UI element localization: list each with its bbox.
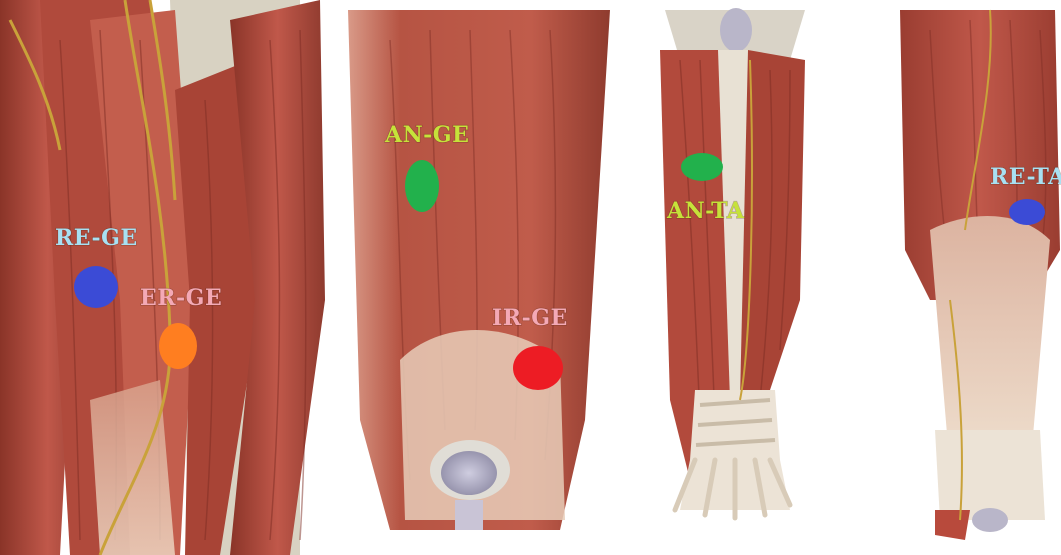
leg-back-illustration: RE-TA [890, 0, 1061, 555]
marker-re-ge [74, 266, 118, 308]
marker-an-ge [405, 160, 439, 212]
marker-er-ge [159, 323, 197, 369]
label-an-ge: AN-GE [384, 122, 469, 148]
label-an-ta: AN-TA [666, 198, 745, 224]
label-re-ta: RE-TA [990, 164, 1061, 190]
panel-posterior-leg: RE-TA [890, 0, 1061, 555]
kneecap-illustration [441, 451, 497, 495]
panel-anterior-leg: AN-TA [640, 0, 830, 555]
marker-re-ta [1009, 199, 1045, 225]
thigh-front-illustration: AN-GE IR-GE [330, 0, 620, 555]
panel-posterior-thigh: RE-GE ER-GE [0, 0, 330, 555]
panel-anterior-thigh: AN-GE IR-GE [330, 0, 620, 555]
thigh-illustration: RE-GE ER-GE [0, 0, 330, 555]
marker-an-ta [681, 153, 723, 181]
label-re-ge: RE-GE [55, 225, 138, 251]
marker-ir-ge [513, 346, 563, 390]
leg-front-illustration: AN-TA [640, 0, 830, 555]
label-er-ge: ER-GE [140, 285, 222, 311]
label-ir-ge: IR-GE [492, 305, 568, 331]
